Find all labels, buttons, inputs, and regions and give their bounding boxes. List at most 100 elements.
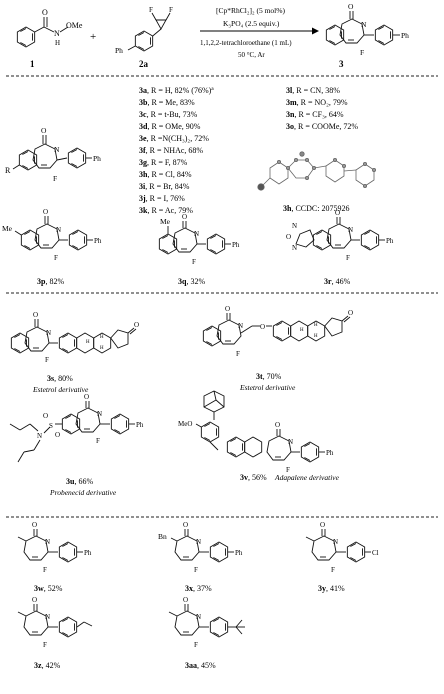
- entry-3d: 3d, R = OMe, 90%: [139, 122, 201, 131]
- atom-O: O: [348, 309, 353, 317]
- atom-O: O: [275, 421, 280, 429]
- atom-N: N: [45, 538, 50, 546]
- product-3v: MeO O N F Ph 3v, 56% Adapalene derivativ…: [178, 390, 340, 482]
- atom-F: F: [169, 6, 173, 14]
- note-3v: Adapalene derivative: [274, 473, 340, 482]
- atom-N: N: [333, 538, 338, 546]
- reaction-arrow: [200, 27, 319, 35]
- atom-F: F: [236, 350, 240, 358]
- scope-table-left: 3a, R = H, 82% (76%)a 3b, R = Me, 83% 3c…: [139, 86, 214, 215]
- product-3x: O N F Bn Ph 3x, 37%: [158, 521, 243, 593]
- atom-O: O: [348, 2, 354, 11]
- atom-S: S: [49, 422, 53, 430]
- atom-H: H: [100, 335, 104, 340]
- product-3z: O N F 3z, 42%: [17, 596, 93, 670]
- atom-N: N: [196, 538, 201, 546]
- caption-3u: 3u, 66%: [66, 477, 93, 486]
- atom-N: N: [37, 432, 42, 440]
- atom-F: F: [194, 566, 198, 574]
- atom-O: O: [134, 321, 139, 329]
- note-3t: Estetrol derivative: [239, 383, 296, 392]
- entry-3m: 3m, R = NO₂, 79%: [286, 98, 348, 107]
- atom-F: F: [346, 254, 350, 262]
- caption-3x: 3x, 37%: [185, 584, 212, 593]
- atom-H: H: [314, 323, 318, 328]
- caption-3r: 3r, 46%: [324, 277, 351, 286]
- atom-H: H: [55, 39, 60, 47]
- caption-3v: 3v, 56%: [240, 473, 267, 482]
- caption-3t: 3t, 70%: [256, 372, 282, 381]
- atom-N: N: [238, 322, 243, 330]
- atom-Cl: Cl: [372, 549, 379, 557]
- atom-OMe: OMe: [66, 21, 83, 30]
- reagent-catalyst: [Cp*RhCl₂]₂ (5 mol%): [216, 6, 285, 15]
- entry-3c: 3c, R = t-Bu, 73%: [139, 110, 198, 119]
- atom-O: O: [182, 213, 187, 221]
- entry-3f: 3f, R = NHAc, 68%: [139, 146, 203, 155]
- product-3r: N N O O N F Ph 3r, 46%: [286, 209, 394, 286]
- atom-O: O: [42, 8, 48, 17]
- atom-N: N: [194, 230, 199, 238]
- atom-O: O: [286, 233, 291, 241]
- atom-O: O: [43, 208, 48, 216]
- reagent-solvent: 1,1,2,2-tetrachloroethane (1 mL): [200, 39, 292, 47]
- atom-O: O: [32, 521, 37, 529]
- atom-N: N: [54, 29, 60, 38]
- note-3u: Probenecid derivative: [49, 488, 117, 497]
- atom-Ph: Ph: [386, 237, 394, 245]
- atom-F: F: [360, 48, 364, 57]
- atom-F: F: [192, 258, 196, 266]
- atom-F: F: [53, 174, 57, 183]
- atom-O: O: [33, 311, 38, 319]
- product-3u: N S O O O N F Ph 3u, 66% Probenecid deri…: [9, 393, 144, 497]
- entry-3k: 3k, R = Ac, 79%: [139, 206, 193, 215]
- atom-Bn: Bn: [158, 532, 167, 541]
- atom-H: H: [100, 346, 104, 351]
- atom-N: N: [56, 226, 61, 234]
- caption-3w: 3w, 52%: [34, 584, 63, 593]
- caption-3aa: 3aa, 45%: [185, 661, 216, 670]
- plus-sign: +: [90, 31, 96, 43]
- atom-N: N: [292, 244, 297, 252]
- atom-N: N: [292, 222, 297, 230]
- atom-N: N: [196, 613, 201, 621]
- substrate-2a: F F Ph 2a: [115, 6, 173, 69]
- entry-3l: 3l, R = CN, 38%: [286, 86, 340, 95]
- atom-N: N: [97, 410, 102, 418]
- entry-3o: 3o, R = COOMe, 72%: [286, 122, 358, 131]
- atom-F: F: [149, 6, 153, 14]
- atom-F: F: [54, 254, 58, 262]
- atom-F: F: [96, 437, 100, 445]
- label-1: 1: [30, 59, 35, 69]
- product-3y: O N F Cl 3y, 41%: [305, 521, 379, 593]
- atom-O: O: [225, 305, 230, 313]
- atom-Ph: Ph: [235, 549, 243, 557]
- caption-3p: 3p, 82%: [37, 277, 64, 286]
- atom-O: O: [84, 393, 89, 401]
- atom-Ph: Ph: [401, 31, 409, 40]
- caption-3s: 3s, 80%: [47, 374, 73, 383]
- atom-Ph: Ph: [115, 46, 123, 55]
- atom-F: F: [286, 466, 290, 474]
- product-3s: O N F O H H H 3s, 80% Estetrol derivativ…: [10, 311, 139, 394]
- atom-Ph: Ph: [93, 154, 101, 163]
- entry-3a: 3a, R = H, 82% (76%)a: [139, 86, 214, 95]
- atom-Ph: Ph: [84, 549, 92, 557]
- atom-O: O: [183, 596, 188, 604]
- product-3q: O N F Me Ph 3q, 32%: [158, 213, 240, 286]
- atom-O: O: [32, 596, 37, 604]
- label-3: 3: [339, 59, 344, 69]
- entry-3g: 3g, R = F, 87%: [139, 158, 188, 167]
- atom-N: N: [288, 438, 293, 446]
- product-3aa: O N F 3aa, 45%: [168, 596, 245, 670]
- atom-N: N: [54, 145, 60, 154]
- product-3w: O N F Ph 3w, 52%: [17, 521, 92, 593]
- atom-H: H: [314, 334, 318, 339]
- atom-F: F: [45, 356, 49, 364]
- crystal-caption: 3h, CCDC: 2075926: [283, 204, 349, 213]
- general-structure: O N F R Ph: [5, 126, 101, 183]
- atom-H: H: [86, 340, 90, 345]
- caption-3q: 3q, 32%: [178, 277, 205, 286]
- atom-Me: Me: [2, 224, 13, 233]
- entry-3e: 3e, R =N(CH₃)₂, 72%: [139, 134, 209, 143]
